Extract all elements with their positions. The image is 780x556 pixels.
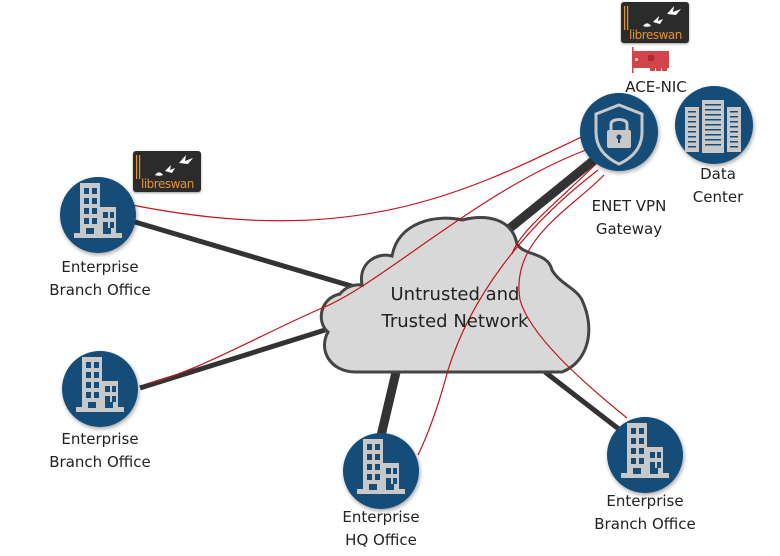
trunk-link-hq [375,366,402,442]
cloud-label-line1: Untrusted and [390,284,520,305]
node-data-center[interactable] [675,86,753,164]
data-center-label-line2: Center [692,188,744,206]
node-branch-bottom-left[interactable] [62,351,138,427]
nic-label: ACE-NIC [616,76,696,99]
branch-bottom-left-label: Enterprise Branch Office [36,428,164,474]
branch-bottom-right-label: Enterprise Branch Office [581,490,709,536]
branch-top-left-label-line1: Enterprise [61,258,139,276]
libreswan-logo-gateway: libreswan [621,2,689,43]
gateway-label-line1: ENET VPN [591,197,667,215]
vpn-tunnels [131,131,628,456]
trunk-link-branch-top-left [134,219,359,291]
shield-lock-icon [594,103,644,166]
swan-birds-icon [136,155,193,179]
branch-top-left-label-line2: Branch Office [49,281,151,299]
trunk-link-gateway [507,156,597,232]
branch-bottom-right-label-line1: Enterprise [606,492,684,510]
vpn-tunnel-extra [511,159,601,255]
hq-label: Enterprise HQ Office [317,506,445,552]
trunk-link-branch-bottom-right [543,370,622,432]
vpn-tunnel-hq [417,169,599,456]
logo-text: libreswan [141,177,194,191]
hq-label-line2: HQ Office [345,531,417,549]
vpn-tunnel-branch-top-left [131,131,593,222]
node-branch-top-left[interactable] [60,177,136,253]
branch-bottom-right-label-line2: Branch Office [594,515,696,533]
branch-top-left-label: Enterprise Branch Office [36,256,164,302]
vpn-tunnel-branch-bottom-left [149,149,587,384]
vpn-tunnel-branch-bottom-right [518,174,628,419]
gateway-label-line2: Gateway [595,220,663,238]
server-rack-icon [685,100,741,153]
nic-label-text: ACE-NIC [625,78,687,96]
network-card-icon [632,47,669,73]
gateway-label: ENET VPN Gateway [574,195,684,241]
hq-label-line1: Enterprise [342,508,420,526]
node-gateway[interactable] [580,93,658,171]
libreswan-logo-branch: libreswan [133,151,201,192]
cloud-label-line2: Trusted Network [381,311,529,332]
trunk-links [134,156,622,442]
network-cloud [319,216,591,374]
node-branch-bottom-right[interactable] [607,417,683,493]
cloud-label: Untrusted and Trusted Network [362,281,548,335]
branch-bottom-left-label-line1: Enterprise [61,430,139,448]
trunk-link-branch-bottom-left [139,327,326,391]
swan-birds-icon [624,6,681,30]
node-hq[interactable] [343,433,419,509]
logo-text: libreswan [629,28,682,42]
branch-bottom-left-label-line2: Branch Office [49,453,151,471]
data-center-label: Data Center [678,163,758,209]
data-center-label-line1: Data [700,165,736,183]
